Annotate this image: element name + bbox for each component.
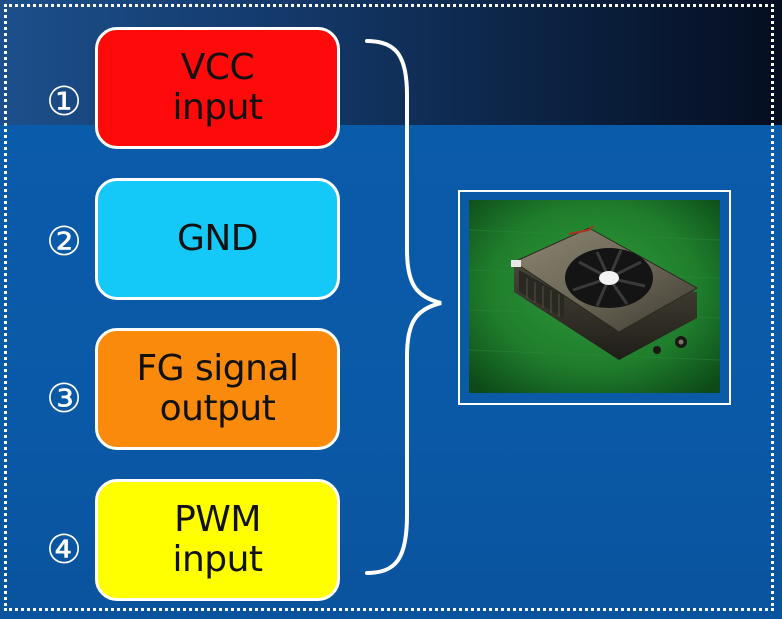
fg-signal-output-box: FG signal output [95, 328, 340, 450]
fg-label-line2: output [159, 388, 276, 429]
cooling-fan-photo [469, 200, 720, 393]
pwm-label-line2: input [172, 539, 263, 580]
gnd-box: GND [95, 178, 340, 300]
gnd-label: GND [176, 217, 259, 259]
pwm-input-box: PWM input [95, 479, 340, 601]
curly-brace [365, 39, 442, 575]
vcc-label-line2: input [172, 87, 263, 128]
dotted-border [4, 4, 774, 611]
pwm-label-line1: PWM [174, 498, 261, 540]
number-3: ③ [46, 376, 82, 422]
number-1: ① [46, 79, 82, 125]
fg-label-line1: FG signal [136, 347, 299, 389]
vcc-label-line1: VCC [180, 46, 255, 88]
number-4: ④ [46, 527, 82, 573]
number-2: ② [46, 219, 82, 265]
vcc-input-box: VCC input [95, 27, 340, 149]
